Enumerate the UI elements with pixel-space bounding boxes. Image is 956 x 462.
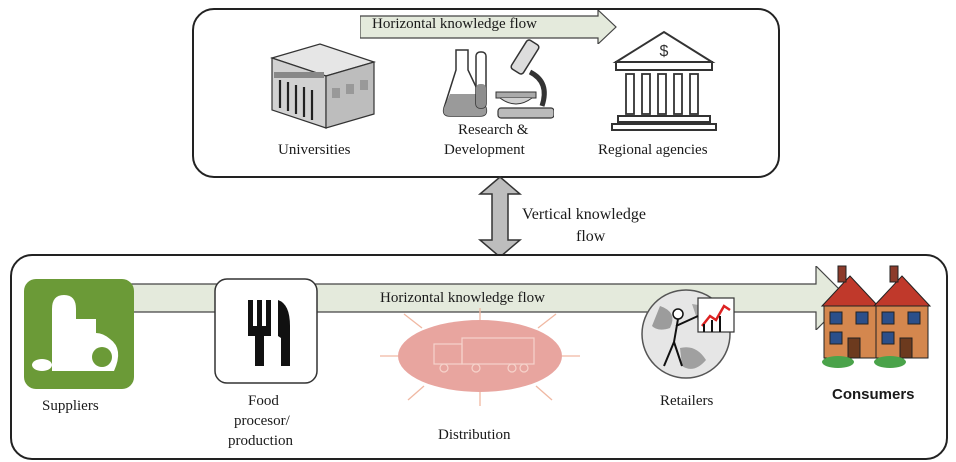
rd-label-line1: Research & bbox=[458, 122, 529, 138]
retailers-label: Retailers bbox=[660, 393, 714, 409]
vertical-flow-line1: Vertical knowledge bbox=[522, 206, 646, 223]
bank-icon: $ bbox=[611, 30, 717, 131]
globe-person-icon bbox=[641, 289, 735, 379]
food-icon bbox=[24, 279, 134, 389]
vertical-double-arrow bbox=[477, 176, 523, 258]
house-icon bbox=[820, 265, 932, 368]
fork-knife-icon bbox=[214, 278, 318, 384]
suppliers-label: Suppliers bbox=[42, 398, 99, 414]
bottom-flow-label: Horizontal knowledge flow bbox=[380, 290, 545, 306]
consumers-label: Consumers bbox=[832, 386, 915, 403]
food-label-line2: procesor/ bbox=[234, 413, 290, 429]
university-building-icon bbox=[269, 43, 377, 129]
truck-icon bbox=[380, 308, 580, 406]
universities-label: Universities bbox=[278, 142, 351, 158]
bank-dollar-sign: $ bbox=[660, 43, 669, 60]
top-horizontal-arrow bbox=[360, 10, 617, 44]
rd-label-line2: Development bbox=[444, 142, 525, 158]
food-label-line1: Food bbox=[248, 393, 279, 409]
lab-flask-icon bbox=[442, 49, 488, 117]
microscope-icon bbox=[495, 39, 554, 119]
top-flow-label: Horizontal knowledge flow bbox=[372, 16, 537, 32]
vertical-flow-line2: flow bbox=[576, 228, 606, 245]
distribution-label: Distribution bbox=[438, 427, 511, 443]
agencies-label: Regional agencies bbox=[598, 142, 708, 158]
food-label-line3: production bbox=[228, 433, 293, 449]
